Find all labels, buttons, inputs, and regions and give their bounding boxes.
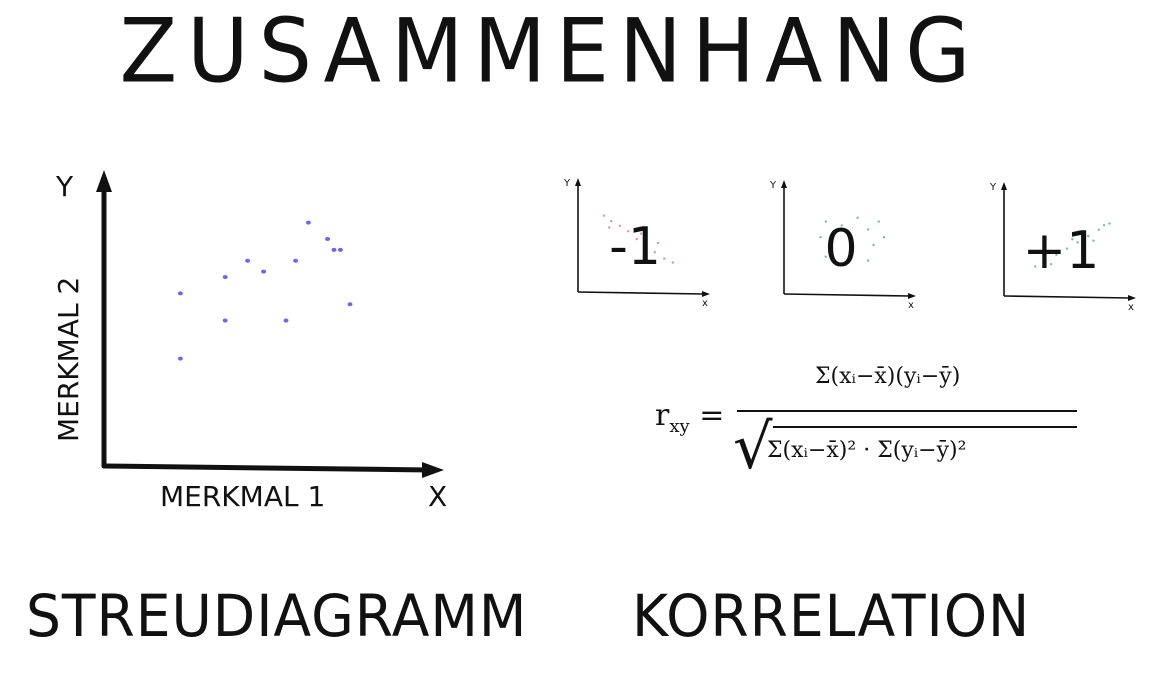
formula-r-sub: xy: [669, 416, 690, 437]
label-streudiagramm: STREUDIAGRAMM: [26, 582, 528, 650]
panel-x-axis: [1003, 295, 1131, 299]
panel-dot: [1044, 259, 1048, 263]
panel-dot: [653, 251, 656, 254]
scatter-point: [177, 356, 183, 361]
page-title: ZUSAMMENHANG: [119, 0, 981, 103]
panel-x-axis: [577, 291, 705, 295]
panel-dot: [608, 226, 611, 229]
panel-x-letter: x: [702, 298, 708, 309]
panel-dot: [1097, 228, 1101, 232]
scatter-point: [222, 318, 228, 323]
panel-dot: [1071, 238, 1074, 241]
panel-x-arrow: [1128, 295, 1136, 301]
scatter-point: [245, 258, 251, 263]
panel-y-letter: Y: [989, 182, 997, 193]
panel-dot: [1108, 222, 1111, 225]
panel-dot: [824, 220, 827, 223]
panel-dot: [819, 236, 822, 239]
scatter-x-axis: [101, 463, 433, 473]
panel-dot: [829, 239, 833, 243]
scatter-point: [293, 258, 299, 263]
label-korrelation: KORRELATION: [632, 582, 1031, 650]
panel-dot: [856, 216, 859, 219]
panel-x-arrow: [702, 291, 710, 297]
panel-dot: [618, 224, 621, 228]
panel-dot: [877, 220, 880, 223]
panel-dot: [602, 214, 606, 217]
formula-fraction-bar: [737, 410, 1077, 412]
scatter-point: [347, 302, 353, 307]
panel-dot: [1055, 253, 1058, 256]
panel-y-letter: Y: [769, 180, 777, 191]
scatter-point: [261, 269, 267, 274]
panel-dot: [872, 243, 875, 247]
panel-dot: [656, 241, 660, 245]
scatter-point: [331, 247, 337, 252]
panel-y-arrow: [575, 178, 581, 186]
scatter-point: [177, 291, 183, 296]
scatter-x-label: MERKMAL 1: [160, 480, 325, 513]
panel-correlation-value: -1: [609, 217, 661, 277]
scatter-point: [283, 318, 289, 323]
scatter-y-letter: Y: [55, 170, 74, 203]
formula-sqrt-bar: [773, 426, 1077, 428]
scatter-x-arrow: [422, 462, 444, 478]
panel-dot: [671, 261, 674, 264]
panel-dot: [635, 237, 638, 241]
panel-dot: [1102, 223, 1106, 227]
formula-sqrt-sign: √: [733, 410, 773, 483]
correlation-panel: Yx -1: [563, 178, 710, 309]
panel-dot: [824, 255, 827, 258]
scatter-point: [337, 247, 343, 252]
correlation-panel: Yx 0: [769, 180, 916, 311]
panel-x-axis: [783, 293, 911, 297]
panel-dot: [1087, 234, 1090, 238]
panel-dot: [1092, 239, 1095, 242]
panel-x-arrow: [908, 293, 916, 299]
panel-y-arrow: [781, 180, 787, 188]
formula-numerator: Σ(xᵢ−x̄)(yᵢ−ȳ): [815, 364, 961, 389]
formula-equals: =: [699, 398, 725, 433]
panel-dot: [845, 260, 849, 264]
panel-dot: [645, 245, 648, 249]
scatter-point: [222, 275, 228, 280]
panel-dot: [1034, 265, 1037, 268]
scatter-points: [177, 220, 353, 361]
panel-dot: [867, 228, 870, 231]
formula-r: r: [655, 398, 670, 433]
panel-dot: [627, 230, 630, 233]
formula-denominator: Σ(xᵢ−x̄)² · Σ(yᵢ−ȳ)²: [767, 438, 967, 463]
panel-dot: [1065, 247, 1069, 250]
panel-correlation-value: +1: [1023, 221, 1100, 281]
panel-dot: [663, 257, 666, 260]
panel-y-letter: Y: [563, 178, 571, 189]
scatter-point: [305, 220, 311, 225]
panel-x-letter: x: [1128, 302, 1134, 313]
formula-lhs: rxy =: [655, 398, 724, 437]
correlation-formula: rxy = Σ(xᵢ−x̄)(yᵢ−ȳ) √ Σ(xᵢ−x̄)² · Σ(yᵢ−…: [655, 360, 1095, 500]
scatter-y-label: MERKMAL 2: [52, 277, 85, 442]
panel-dot: [1076, 241, 1079, 244]
panel-dot: [639, 232, 643, 235]
scatter-point: [325, 236, 331, 241]
scatter-x-letter: X: [428, 480, 447, 513]
panel-dot: [610, 219, 613, 223]
panel-y-arrow: [1001, 182, 1007, 190]
panel-dot: [1049, 262, 1053, 266]
panel-dot: [882, 236, 886, 239]
panel-dot: [840, 224, 843, 227]
correlation-panel: Yx +1: [989, 182, 1136, 313]
panel-correlation-value: 0: [824, 219, 857, 279]
scatter-y-arrow: [96, 170, 112, 192]
panel-dot: [867, 259, 870, 262]
panel-x-letter: x: [908, 300, 914, 311]
